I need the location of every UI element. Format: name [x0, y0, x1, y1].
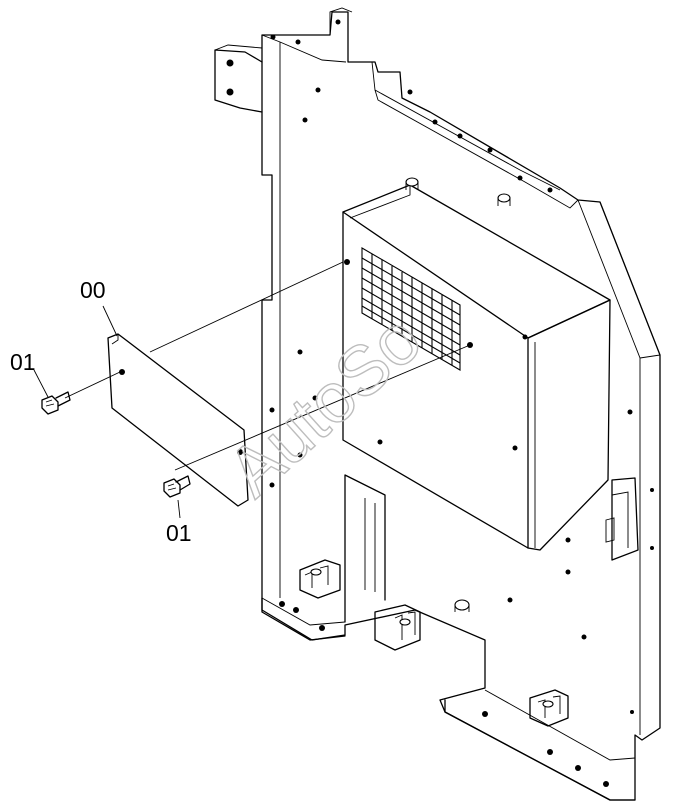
control-box [342, 177, 611, 551]
cover-plate [107, 333, 249, 507]
frame-holes [226, 19, 654, 787]
callout-01-left: 01 [10, 349, 36, 375]
leader-lines [33, 305, 181, 519]
callout-00: 00 [80, 277, 106, 303]
frame-plate [214, 7, 661, 801]
bolt-left [41, 391, 71, 415]
callout-01-bottom: 01 [166, 520, 192, 546]
bolt-bottom [163, 475, 191, 498]
vent-mesh [361, 247, 461, 371]
bottom-clips [299, 559, 569, 727]
assembly-lines [64, 261, 471, 471]
watermark: AutoSo [213, 300, 436, 512]
